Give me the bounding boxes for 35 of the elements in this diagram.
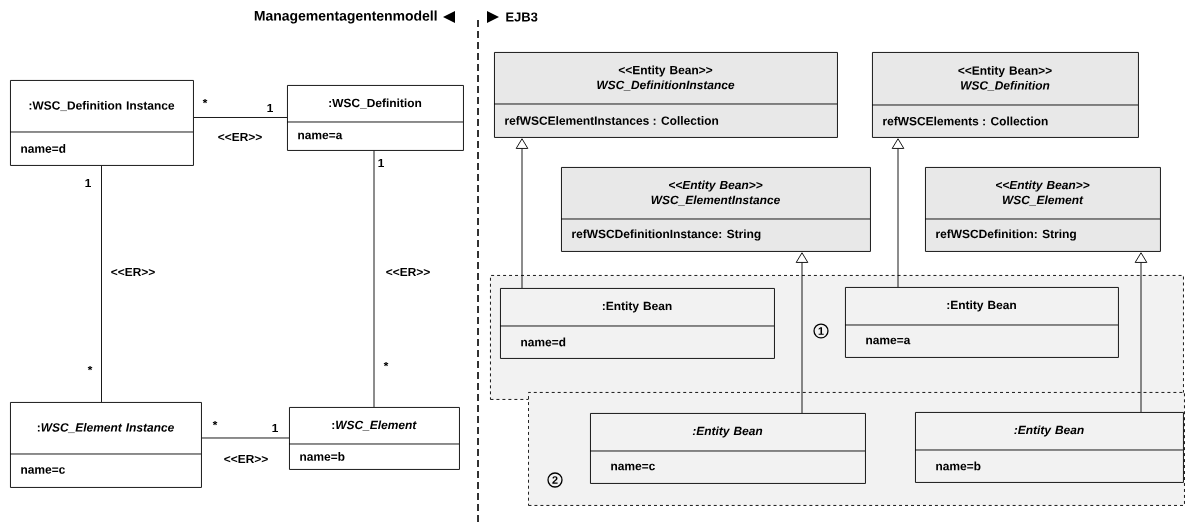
- multiplicity-label: *: [383, 361, 389, 367]
- connector: [891, 138, 905, 288]
- connector: [101, 165, 102, 403]
- multiplicity-label: *: [87, 365, 93, 371]
- connector: [795, 252, 809, 414]
- object-box: <<Entity Bean>> WSC_ElementInstance refWSCDefinitionInstance: String: [560, 167, 871, 252]
- connector: [373, 150, 375, 408]
- edge-label: <<ER>>: [222, 453, 270, 465]
- multiplicity-label: 1: [85, 178, 91, 188]
- object-box: :WSC_Definition name=a: [286, 85, 464, 151]
- callout-number: 1: [813, 323, 829, 339]
- multiplicity-label: 1: [272, 423, 278, 433]
- object-box: :Entity Bean name=d: [499, 288, 775, 359]
- object-box: <<Entity Bean>> WSC_DefinitionInstance refWSCElementInstances : Collection: [493, 52, 838, 138]
- title: Managementagentenmodell: [254, 10, 437, 24]
- connector: [515, 138, 529, 289]
- multiplicity-label: 1: [267, 103, 273, 113]
- edge-label: <<ER>>: [216, 131, 264, 143]
- object-box: :Entity Bean name=a: [844, 287, 1119, 358]
- title: EJB3: [506, 12, 538, 22]
- object-box: <<Entity Bean>> WSC_Element refWSCDefinition: String: [924, 167, 1161, 252]
- multiplicity-label: *: [212, 420, 218, 426]
- edge-label: <<ER>>: [384, 266, 432, 278]
- object-box: :Entity Bean name=c: [589, 413, 866, 484]
- object-box: :WSC_Definition Instance name=d: [9, 80, 194, 166]
- object-box: <<Entity Bean>> WSC_Definition refWSCElements : Collection: [871, 52, 1139, 138]
- connector: [1134, 252, 1148, 413]
- object-box: :WSC_Element Instance name=c: [9, 402, 202, 488]
- object-box: :WSC_Element name=b: [288, 407, 460, 470]
- multiplicity-label: 1: [378, 158, 384, 168]
- object-box: :Entity Bean name=b: [914, 412, 1184, 483]
- connector: [193, 117, 288, 118]
- connector: [201, 437, 290, 439]
- callout-number: 2: [547, 472, 563, 488]
- edge-label: <<ER>>: [109, 266, 157, 278]
